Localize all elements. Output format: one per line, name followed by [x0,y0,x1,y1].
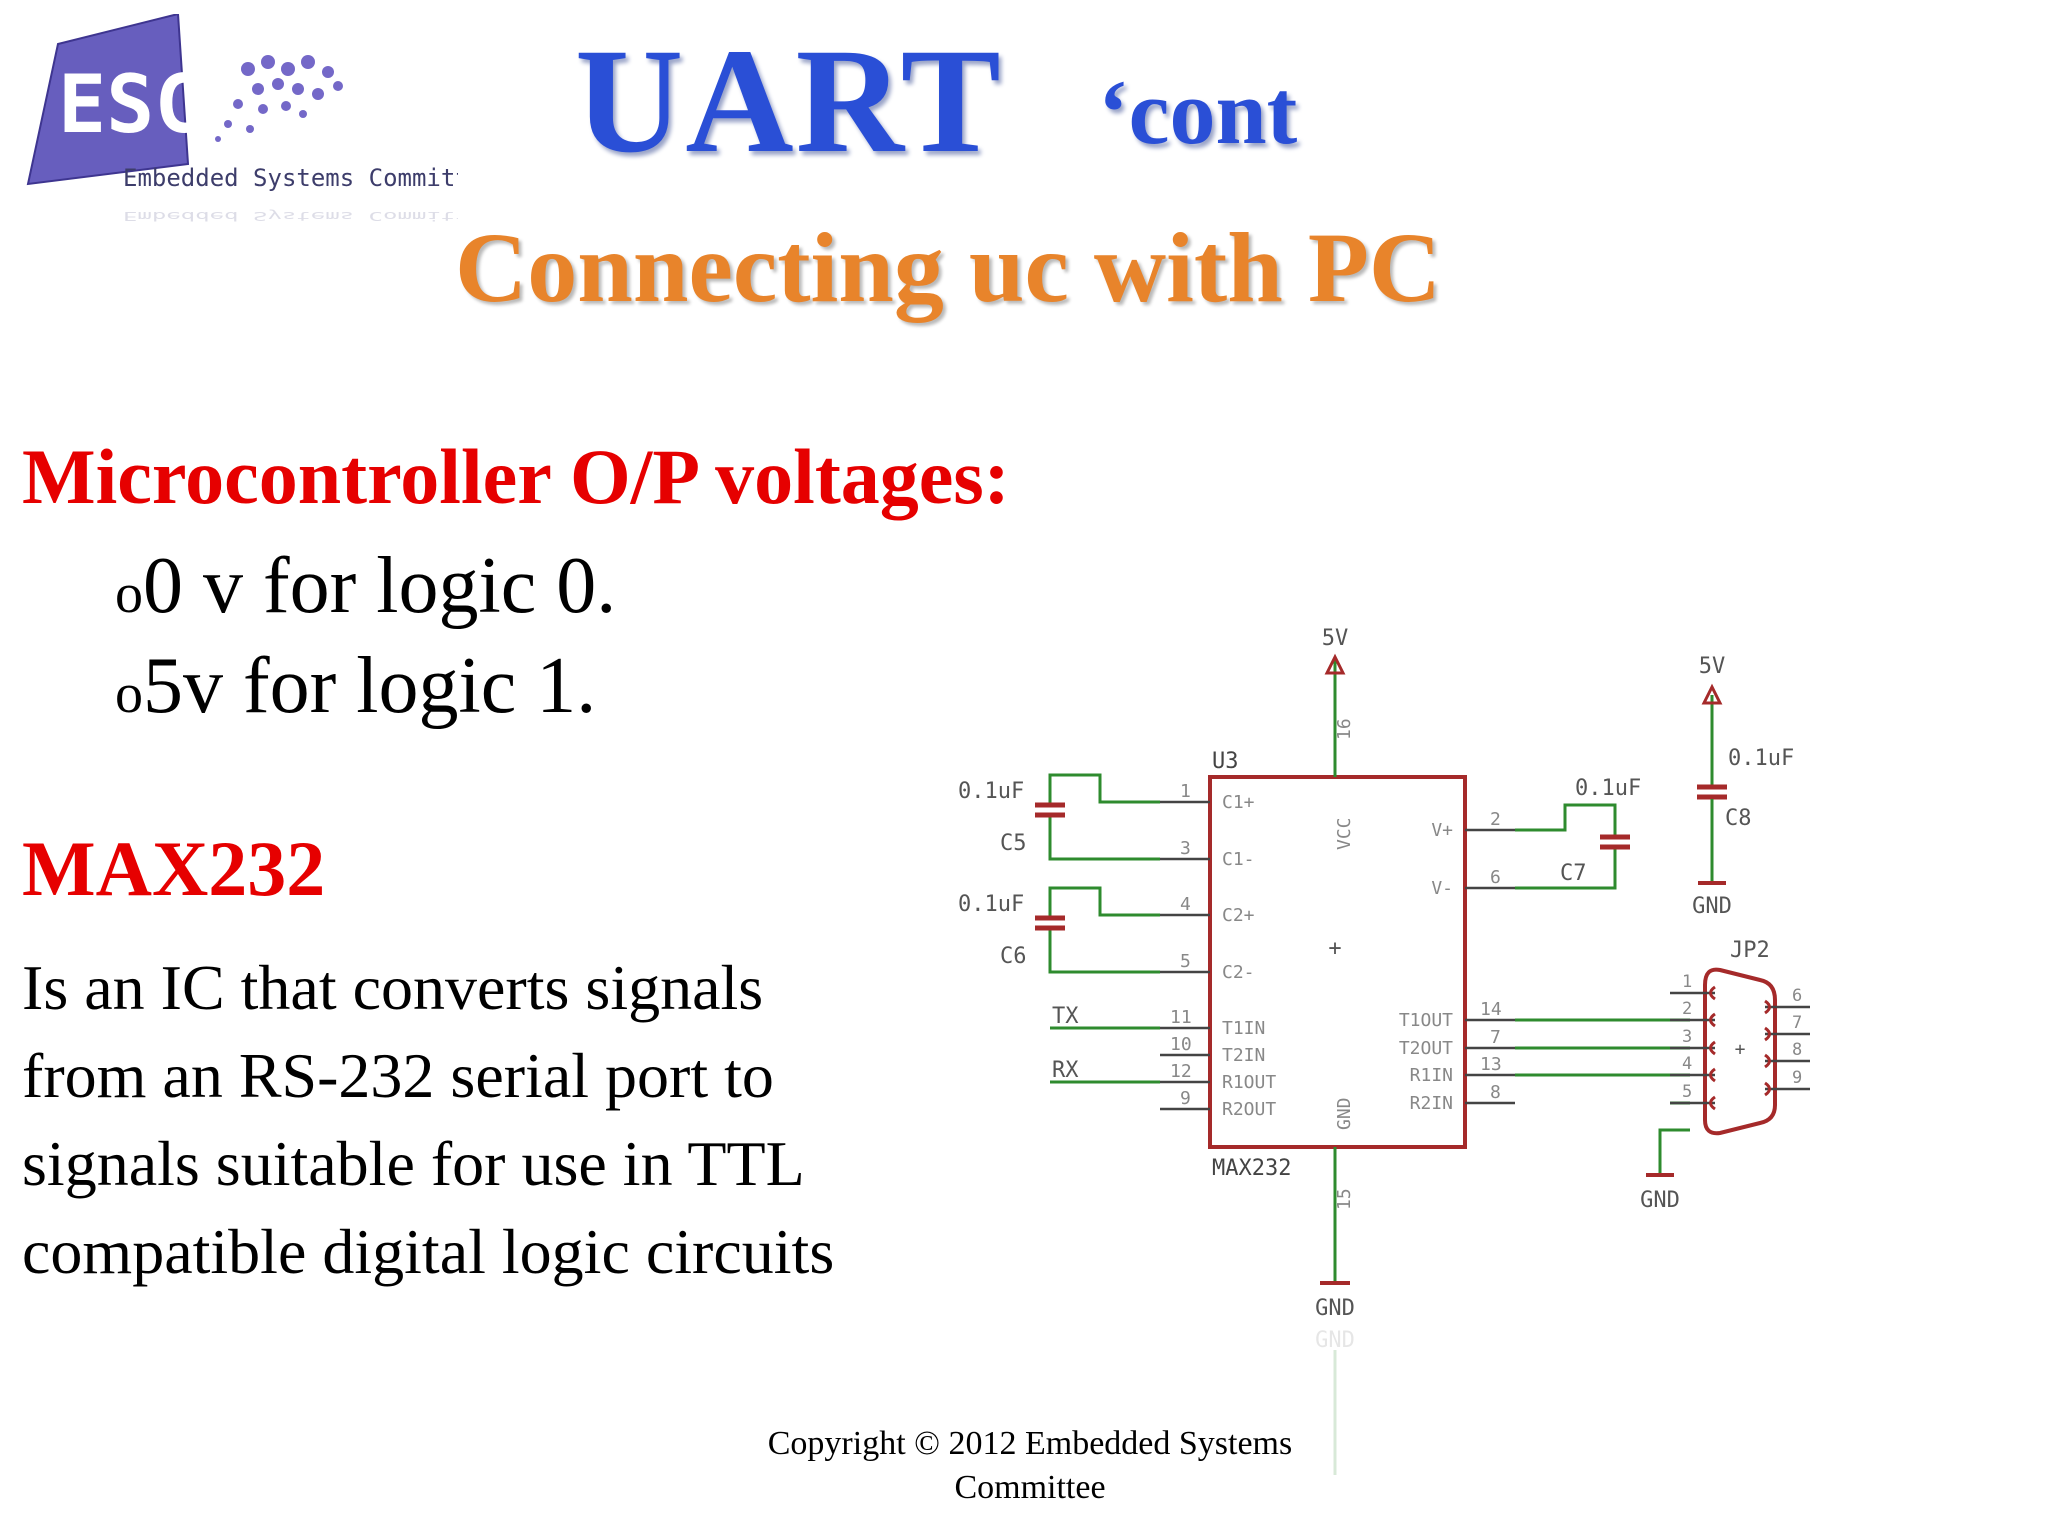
ground-label-reflection: GND [1315,1328,1355,1353]
svg-text:R2IN: R2IN [1410,1093,1453,1114]
svg-text:T2OUT: T2OUT [1399,1038,1453,1059]
svg-text:3: 3 [1682,1027,1692,1047]
bullet-mark: o [115,563,143,625]
gnd-pin-label: GND [1334,1097,1355,1130]
logo-caption: Embedded Systems Committee [123,164,458,192]
c7-ref: C7 [1560,861,1587,886]
svg-text:GND: GND [1640,1188,1680,1213]
vcc-pin-label: VCC [1334,817,1355,850]
ic-ref: U3 [1212,749,1239,774]
title-suffix: ‘cont [1098,61,1298,163]
svg-text:1: 1 [1682,972,1692,992]
svg-text:1: 1 [1180,781,1191,802]
svg-text:14: 14 [1480,999,1502,1020]
svg-text:+: + [1328,936,1341,961]
voltages-heading: Microcontroller O/P voltages: [22,433,1010,520]
svg-text:C1+: C1+ [1222,792,1255,813]
description-line: compatible digital logic circuits [22,1216,835,1287]
svg-text:+: + [1735,1039,1746,1060]
description-line: signals suitable for use in TTL [22,1128,805,1199]
c5-value: 0.1uF [958,779,1024,804]
db9-connector-icon [1703,967,1777,1136]
supply-arrow-icon [1324,653,1346,675]
svg-text:2: 2 [1490,809,1501,830]
svg-text:7: 7 [1792,1013,1802,1033]
svg-text:R1IN: R1IN [1410,1065,1453,1086]
svg-text:2: 2 [1682,999,1692,1019]
svg-text:12: 12 [1170,1061,1192,1082]
svg-text:C2+: C2+ [1222,905,1255,926]
ic-name: MAX232 [1212,1156,1291,1181]
svg-text:T2IN: T2IN [1222,1045,1265,1066]
copyright-line: Copyright © 2012 Embedded Systems [767,1425,1293,1462]
svg-text:5V: 5V [1699,654,1726,679]
max232-schematic: U3 MAX232 + 5V 16 VCC GND 15 GND 1 3 4 5… [958,626,1810,1475]
c6-ref: C6 [1000,944,1027,969]
voltage-bullet-logic-1: o5v for logic 1. [115,646,596,726]
svg-text:4: 4 [1682,1054,1692,1074]
svg-text:4: 4 [1180,894,1191,915]
c7-value: 0.1uF [1575,776,1641,801]
svg-text:8: 8 [1792,1040,1802,1060]
bullet-text: 0 v for logic 0. [143,542,617,630]
svg-text:GND: GND [1692,894,1732,919]
svg-text:R1OUT: R1OUT [1222,1072,1276,1093]
tx-label: TX [1052,1004,1079,1029]
rx-label: RX [1052,1058,1079,1083]
page-subtitle: Connecting uc with PC [455,212,1442,323]
svg-text:13: 13 [1480,1054,1502,1075]
connector-ref: JP2 [1730,938,1770,963]
svg-text:8: 8 [1490,1082,1501,1103]
esc-logo: ESC Embedded Systems Committee Embedded … [26,14,458,223]
svg-text:6: 6 [1792,986,1802,1006]
logo-letters: ESC [58,58,203,151]
svg-text:C1-: C1- [1222,849,1255,870]
bullet-mark: o [115,663,143,725]
supply-label: 5V [1322,626,1349,651]
svg-text:T1OUT: T1OUT [1399,1010,1453,1031]
ic-body [1208,775,1467,1149]
max232-heading: MAX232 [22,825,326,912]
c6-value: 0.1uF [958,892,1024,917]
copyright: Copyright © 2012 Embedded Systems Commit… [690,1422,1370,1510]
copyright-line: Committee [954,1469,1106,1506]
ground-label: GND [1315,1296,1355,1321]
c8-value: 0.1uF [1728,746,1794,771]
title-main: UART [575,18,1003,184]
svg-text:7: 7 [1490,1027,1501,1048]
max232-description: Is an IC that converts signals from an R… [22,944,962,1296]
c8-ref: C8 [1725,806,1752,831]
svg-text:9: 9 [1180,1088,1191,1109]
logo-caption-reflection: Embedded Systems Committee [123,209,458,223]
svg-text:V-: V- [1431,878,1453,899]
svg-text:V+: V+ [1431,820,1453,841]
svg-text:10: 10 [1170,1034,1192,1055]
svg-text:11: 11 [1170,1007,1192,1028]
description-line: from an RS-232 serial port to [22,1040,774,1111]
svg-text:5: 5 [1682,1082,1692,1102]
svg-text:3: 3 [1180,838,1191,859]
vcc-pin-number: 16 [1334,718,1355,740]
svg-text:T1IN: T1IN [1222,1018,1265,1039]
supply-arrow-icon [1701,683,1723,705]
svg-text:5: 5 [1180,951,1191,972]
bullet-text: 5v for logic 1. [143,642,597,730]
svg-text:C2-: C2- [1222,962,1255,983]
svg-text:6: 6 [1490,867,1501,888]
description-line: Is an IC that converts signals [22,952,764,1023]
gnd-pin-number: 15 [1334,1188,1355,1210]
svg-text:9: 9 [1792,1068,1802,1088]
c5-ref: C5 [1000,831,1027,856]
svg-text:R2OUT: R2OUT [1222,1099,1276,1120]
voltage-bullet-logic-0: o0 v for logic 0. [115,546,616,626]
